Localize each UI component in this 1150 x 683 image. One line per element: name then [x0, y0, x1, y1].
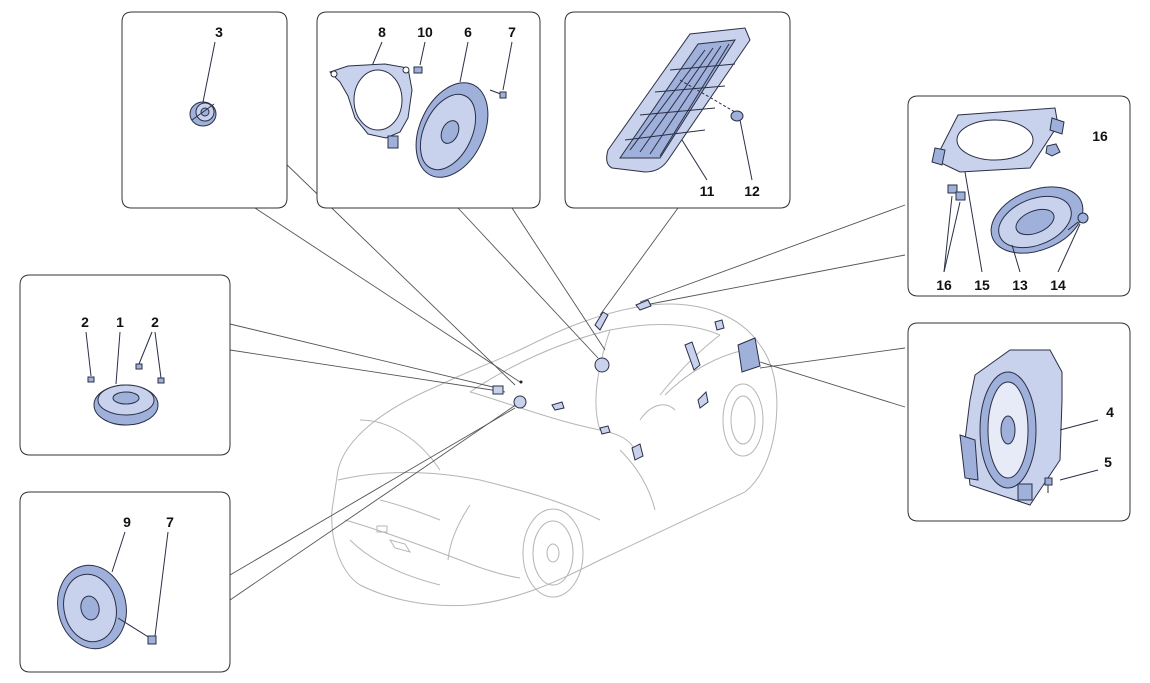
leader-lines [229, 159, 906, 601]
callout-16-top: 16 [1092, 128, 1108, 144]
callout-7-front: 7 [166, 514, 174, 530]
panel-grille: 11 12 [564, 11, 791, 209]
subwoofer-mark [737, 337, 761, 373]
nut-16-top [1045, 143, 1061, 157]
callout-12: 12 [744, 183, 760, 199]
callout-15: 15 [974, 277, 990, 293]
clip-12 [730, 110, 744, 122]
callout-13: 13 [1012, 277, 1028, 293]
callout-11: 11 [700, 183, 715, 199]
panel-door-speaker: 8 10 6 7 [316, 11, 541, 209]
callout-8: 8 [378, 24, 386, 40]
screws-2 [87, 363, 165, 384]
callout-6: 6 [464, 24, 472, 40]
screw-14 [1067, 212, 1089, 231]
dash-speaker-part [93, 384, 159, 426]
rear-speaker-bracket [931, 107, 1065, 173]
front-speaker-part [57, 564, 151, 650]
callout-7: 7 [508, 24, 516, 40]
callout-14: 14 [1050, 277, 1066, 293]
clips-16 [947, 184, 966, 201]
screw-7 [489, 89, 507, 99]
callout-10: 10 [417, 24, 433, 40]
callout-4: 4 [1106, 404, 1114, 420]
tweeter-mark [594, 357, 610, 373]
callout-2-right: 2 [151, 314, 159, 330]
car-mounted-parts [492, 299, 761, 461]
callout-3: 3 [215, 24, 223, 40]
tweeter-part [189, 101, 217, 127]
panel-front-speaker: 9 7 [19, 491, 231, 673]
callout-5: 5 [1104, 454, 1112, 470]
callout-9: 9 [123, 514, 131, 530]
speaker-bracket [329, 63, 413, 149]
subwoofer-part [959, 349, 1063, 506]
screw-5 [1044, 477, 1053, 493]
screw-7-front [147, 635, 157, 645]
callout-16-bottom: 16 [936, 277, 952, 293]
panel-tweeter: 3 [121, 11, 288, 209]
door-speaker-part [415, 82, 489, 178]
panel-rear-speaker: 16 16 15 13 14 [907, 95, 1131, 297]
grille-part [606, 27, 751, 173]
front-speaker-mark [513, 395, 527, 409]
panel-subwoofer: 4 5 [907, 322, 1131, 522]
grille-mark [594, 311, 609, 331]
callout-1: 1 [116, 314, 124, 330]
rear-speaker-part [990, 186, 1084, 254]
car-outline [331, 303, 778, 607]
rear-speaker-mark [635, 299, 652, 311]
callout-2-left: 2 [81, 314, 89, 330]
panel-dash-speaker: 2 1 2 [19, 274, 231, 456]
screw-10 [413, 66, 423, 74]
dash-speaker-mark [492, 385, 504, 395]
